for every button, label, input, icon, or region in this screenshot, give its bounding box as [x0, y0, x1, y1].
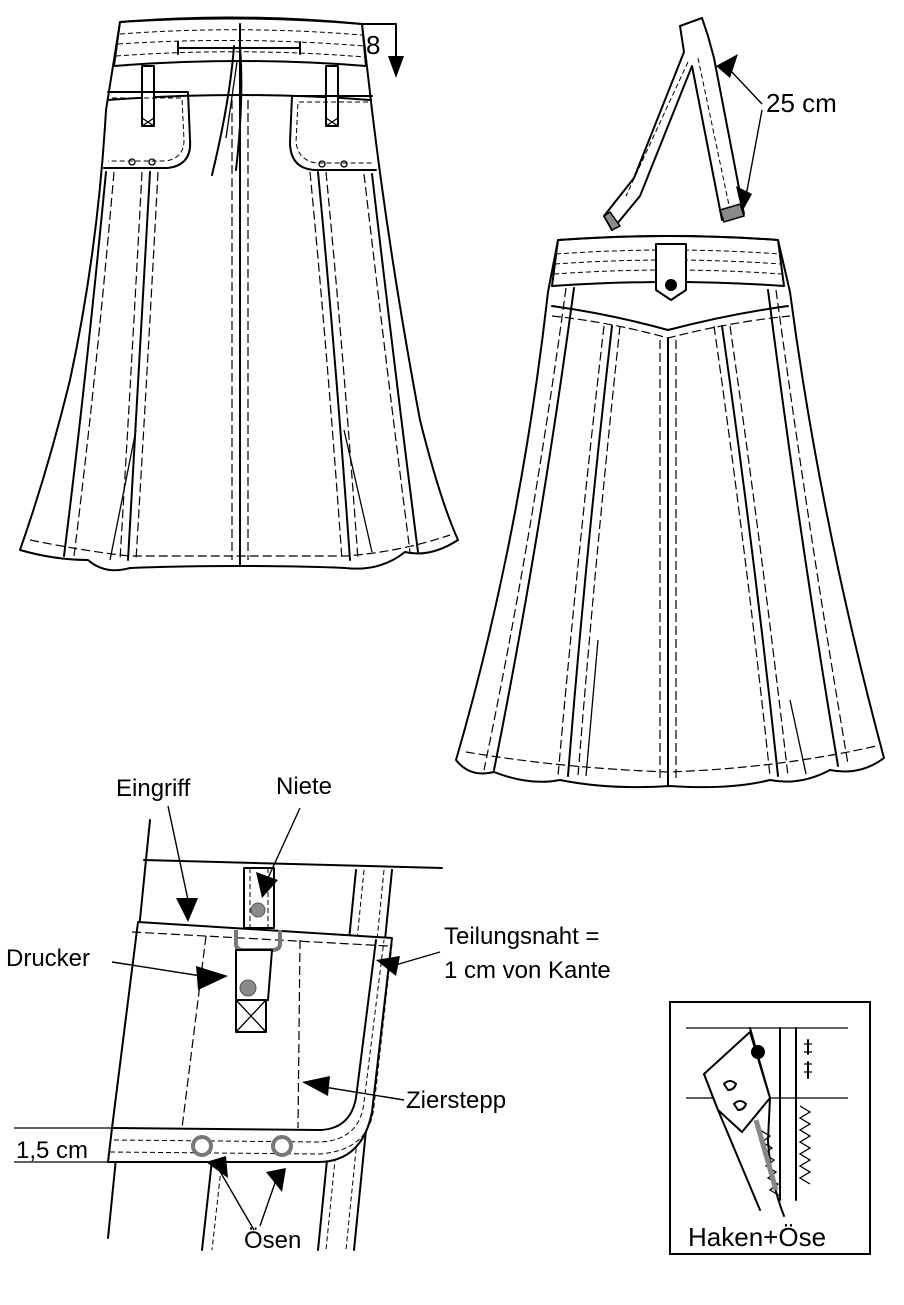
- hook-eye-detail: [669, 1001, 871, 1255]
- label-drucker: Drucker: [6, 945, 90, 972]
- eyelet-left: [191, 1135, 213, 1157]
- strap-length-label: 25 cm: [766, 88, 837, 118]
- label-oesen: Ösen: [244, 1227, 301, 1254]
- label-teilungsnaht-2: 1 cm von Kante: [444, 957, 611, 984]
- label-hook-eye: Haken+Öse: [688, 1222, 826, 1252]
- label-eingriff: Eingriff: [116, 775, 191, 802]
- waistband-drop-label: 8: [366, 30, 380, 60]
- skirt-back-outline: [455, 235, 885, 789]
- waistband-front: [113, 17, 367, 67]
- label-zierstepp: Zierstepp: [406, 1087, 506, 1114]
- hook-eye-frame: [669, 1001, 871, 1255]
- pocket-front-right: [289, 95, 377, 171]
- strap-detail: [603, 17, 763, 231]
- waistband-back: [551, 235, 785, 287]
- pocket-detail: [14, 805, 443, 1251]
- label-teilungsnaht-1: Teilungsnaht =: [444, 923, 599, 950]
- label-pocket-width: 1,5 cm: [16, 1137, 88, 1164]
- skirt-back-view: [455, 235, 885, 789]
- pocket-shape: [107, 921, 393, 1163]
- pocket-front-left: [103, 91, 192, 169]
- label-niete: Niete: [276, 773, 332, 800]
- skirt-front-view: [19, 16, 459, 572]
- eyelet-right: [271, 1135, 293, 1157]
